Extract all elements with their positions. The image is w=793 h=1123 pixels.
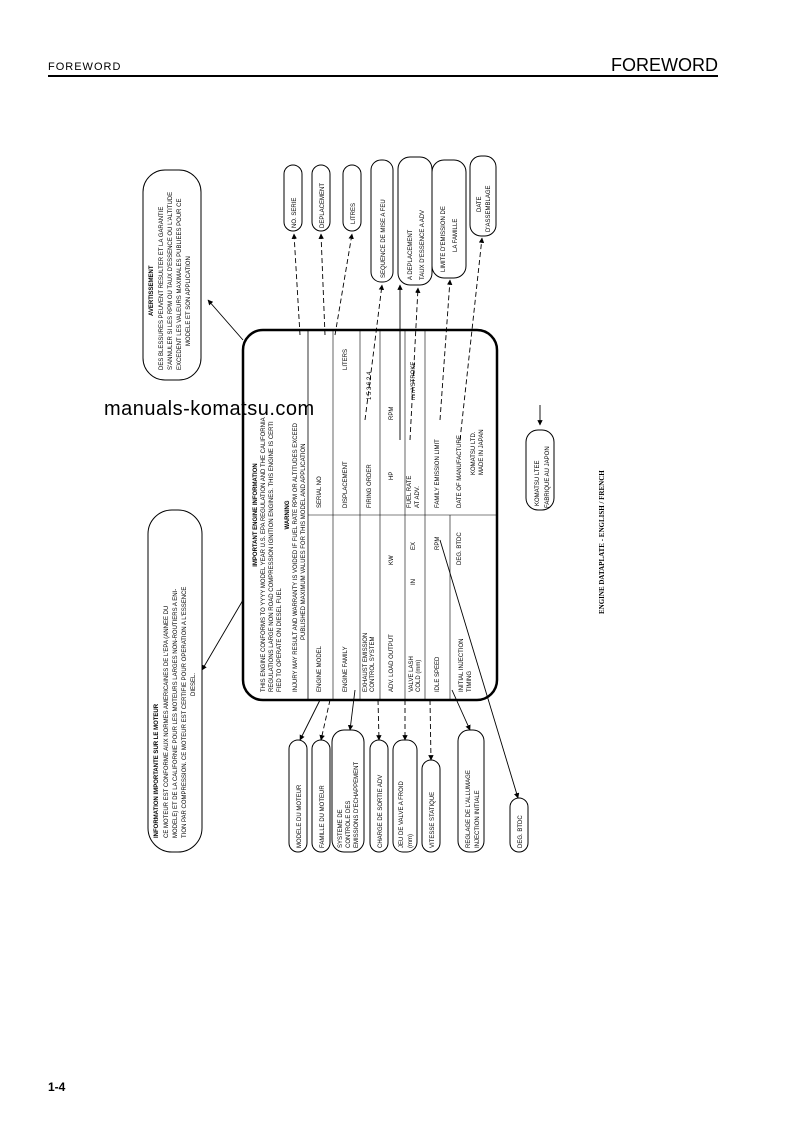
fr-info-line-3: TION PAR COMPRESSION. CE MOTEUR EST CERT… [182,587,188,838]
plate-ex: EX [411,542,417,550]
plate-fuel-rate: FUEL RATE [407,476,413,508]
plate-stroke: mm³/STROKE [411,362,417,400]
callout-deg: DEG. BTDC [509,797,529,853]
plate-adv-load: ADV. LOAD OUTPUT [389,634,395,692]
plate-rpm: RPM [389,407,395,420]
leader-lines [201,233,543,799]
callout-reglage: REGLAGE DE L'ALLUMAGE INJECTION INITIALE [457,729,485,853]
plate-firing-order: FIRING ORDER [367,464,373,508]
plate-serial-no: SERIAL NO [317,476,323,508]
callout-taux: A DEPLACEMENT TAUX D'ESSENCE A ADV [397,156,433,286]
komatsu-fr-box: KOMATSU LTEE FABRIQUE AU JAPON [525,429,555,511]
avert-line-2: S'ANNULER SI LES RPM OU TAUX D'ESSENCE O… [168,192,174,370]
svg-text:NO. SERIE: NO. SERIE [292,198,298,228]
plate-exhaust-1: EXHAUST EMISSION [363,633,369,692]
svg-text:REGLAGE DE L'ALLUMAGE: REGLAGE DE L'ALLUMAGE [466,770,472,848]
svg-text:EMISSIONS D'ECHAPPEMENT: EMISSIONS D'ECHAPPEMENT [354,762,360,848]
avert-line-1: DES BLESSURES PEUVENT RESULTER ET LA GAR… [159,207,165,370]
svg-text:INJECTION INITIALE: INJECTION INITIALE [475,790,481,848]
page-number: 1-4 [48,1080,66,1094]
plate-text-2: REGULATIONS LARGE NON ROAD COMPRESSION I… [269,421,275,692]
plate-initial-1: INITIAL INJECTION [459,639,465,692]
plate-deg-btdc: DEG. BTDC [457,532,463,565]
plate-family-emission: FAMILY EMISSION LIMIT [435,439,441,508]
plate-idle-speed: IDLE SPEED [435,656,441,692]
header-left-title: FOREWORD [48,61,122,73]
plate-warn-2: PUBLISHED MAXIMUM VALUES FOR THIS MODEL … [301,444,307,641]
callout-date: DATE D'ASSEMBLAGE [469,155,497,237]
plate-liters: LITERS [343,349,349,370]
callout-litres: LITRES [342,164,362,232]
plate-hp: HP [389,472,395,480]
svg-text:JEU DE VALVE A FROID: JEU DE VALVE A FROID [399,781,405,848]
callout-systeme: SYSTEME DE CONTROLE DES EMISSIONS D'ECHA… [331,729,365,853]
svg-text:VITESSE STATIQUE: VITESSE STATIQUE [430,792,436,848]
plate-initial-2: TIMING [467,671,473,692]
callout-limite: LIMITE D'EMISSION DE LA FAMILLE [431,159,467,279]
plate-firing-values: 1 5 3 6 2 4 [367,371,373,400]
plate-displacement: DISPLACEMENT [343,461,349,508]
fr-info-line-1: CE MOTEUR EST CONFORME AUX NORMES AMERIC… [164,606,170,838]
svg-text:D'ASSEMBLAGE: D'ASSEMBLAGE [486,186,492,233]
plate-warn-1: INJURY MAY RESULT AND WARRANTY IS VOIDED… [293,422,299,692]
svg-text:CONTROLE DES: CONTROLE DES [346,801,352,848]
callout-jeu: JEU DE VALVE A FROID (mm) [392,739,418,853]
avertissement-box: AVERTISSEMENT DES BLESSURES PEUVENT RESU… [142,169,202,381]
fr-info-line-4: DIESEL. [191,673,197,696]
avert-title: AVERTISSEMENT [149,265,155,316]
svg-text:LIMITE D'EMISSION DE: LIMITE D'EMISSION DE [441,206,447,272]
plate-engine-family: ENGINE FAMILY [343,646,349,692]
plate-text-3: FIED TO OPERATE ON DIESEL FUEL [277,588,283,692]
dataplate-caption: ENGINE DATAPLATE - ENGLISH / FRENCH [598,470,606,614]
svg-text:LA FAMILLE: LA FAMILLE [453,219,459,252]
dataplate: IMPORTANT ENGINE INFORMATION THIS ENGINE… [241,328,499,702]
svg-text:FAMILLE DU MOTEUR: FAMILLE DU MOTEUR [320,785,326,848]
fr-info-title: INFORMATION IMPORTANTE SUR LE MOTEUR [154,703,160,838]
plate-at-adv: AT ADV. [415,486,421,508]
plate-exhaust-2: CONTROL SYSTEM [370,637,376,692]
svg-text:A DEPLACEMENT: A DEPLACEMENT [408,229,414,280]
callout-no-serie: NO. SERIE [283,164,303,232]
plate-rpm-2: RPM [435,537,441,550]
callout-sequence: SEQUENCE DE MISE A FEU [370,159,394,283]
callout-charge: CHARGE DE SORTIE ADV [369,739,389,853]
watermark: manuals-komatsu.com [104,398,315,420]
plate-date-mfg: DATE OF MANUFACTURE [457,435,463,508]
plate-engine-model: ENGINE MODEL [317,645,323,692]
callout-modele: MODELE DU MOTEUR [288,739,308,853]
svg-text:CHARGE DE SORTIE ADV: CHARGE DE SORTIE ADV [378,775,384,848]
svg-text:FABRIQUE AU JAPON: FABRIQUE AU JAPON [545,446,551,508]
plate-title: IMPORTANT ENGINE INFORMATION [253,463,259,566]
plate-valve-1: VALVE LASH [409,656,415,692]
plate-made-in: MADE IN JAPAN [479,429,485,475]
svg-text:TAUX D'ESSENCE A ADV: TAUX D'ESSENCE A ADV [420,210,426,280]
plate-valve-2: COLD (mm) [416,660,422,692]
callout-deplacement: DEPLACEMENT [311,164,331,232]
svg-text:MODELE DU MOTEUR: MODELE DU MOTEUR [297,784,303,848]
plate-in: IN [411,579,417,585]
svg-text:LITRES: LITRES [351,203,357,224]
plate-komatsu: KOMATSU LTD. [471,431,477,475]
avert-line-4: MODELE ET SON APPLICATION [186,256,192,346]
svg-text:DEPLACEMENT: DEPLACEMENT [320,183,326,228]
plate-warning: WARNING [285,500,291,529]
svg-text:KOMATSU LTEE: KOMATSU LTEE [535,461,541,506]
header-right-title: FOREWORD [611,55,718,75]
plate-kw: KW [389,555,395,565]
svg-text:SYSTEME DE: SYSTEME DE [338,809,344,848]
svg-text:DEG. BTDC: DEG. BTDC [518,815,524,848]
callout-famille: FAMILLE DU MOTEUR [311,739,331,853]
header-rule [48,75,718,77]
avert-line-3: EXCEDENT LES VALEURS MAXIMALES PUBLIEES … [177,199,183,371]
french-info-box: INFORMATION IMPORTANTE SUR LE MOTEUR CE … [147,509,203,853]
svg-text:SEQUENCE DE MISE A FEU: SEQUENCE DE MISE A FEU [381,199,387,278]
fr-info-line-2: MODELE) ET DE LA CALIFORNIE POUR LES MOT… [173,589,179,838]
svg-text:(mm): (mm) [408,834,414,848]
callout-vitesse: VITESSE STATIQUE [421,759,441,853]
plate-text-1: THIS ENGINE CONFORMS TO YYYY MODEL YEAR … [261,417,267,692]
svg-text:DATE: DATE [477,196,483,212]
